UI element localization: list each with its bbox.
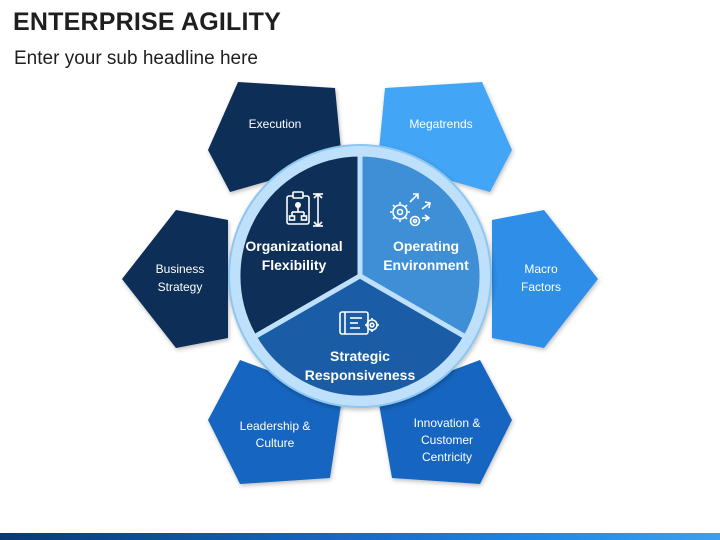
segment-label: Strategic bbox=[330, 348, 390, 364]
segment-label: Responsiveness bbox=[305, 367, 416, 383]
pentagon-label: Megatrends bbox=[409, 117, 472, 131]
pentagon-label: Execution bbox=[249, 117, 302, 131]
pentagon-label: Leadership & bbox=[240, 419, 311, 433]
gears-arrows-icon bbox=[390, 193, 431, 227]
pentagon-business-strategy: Business Strategy bbox=[122, 210, 228, 348]
pentagon-label: Business bbox=[156, 262, 205, 276]
page-title: ENTERPRISE AGILITY bbox=[13, 8, 281, 36]
segment-label: Organizational bbox=[245, 238, 342, 254]
pentagon-label: Strategy bbox=[158, 280, 203, 294]
segment-label: Flexibility bbox=[262, 257, 327, 273]
pentagon-label: Centricity bbox=[422, 450, 472, 464]
page-subtitle: Enter your sub headline here bbox=[14, 48, 258, 69]
pentagon-label: Macro bbox=[524, 262, 558, 276]
segment-label: Operating bbox=[393, 238, 459, 254]
segment-strategic-responsiveness bbox=[250, 273, 470, 401]
pentagon-label: Customer bbox=[421, 433, 473, 447]
segment-label: Environment bbox=[383, 257, 469, 273]
org-chart-icon bbox=[286, 191, 323, 228]
pentagon-label: Innovation & bbox=[414, 416, 481, 430]
bottom-accent-bar bbox=[0, 533, 720, 540]
pentagon-label: Factors bbox=[521, 280, 561, 294]
pentagon-label: Culture bbox=[256, 436, 295, 450]
pentagon-macro-factors: Macro Factors bbox=[492, 210, 598, 348]
blueprint-gear-icon bbox=[339, 311, 379, 335]
